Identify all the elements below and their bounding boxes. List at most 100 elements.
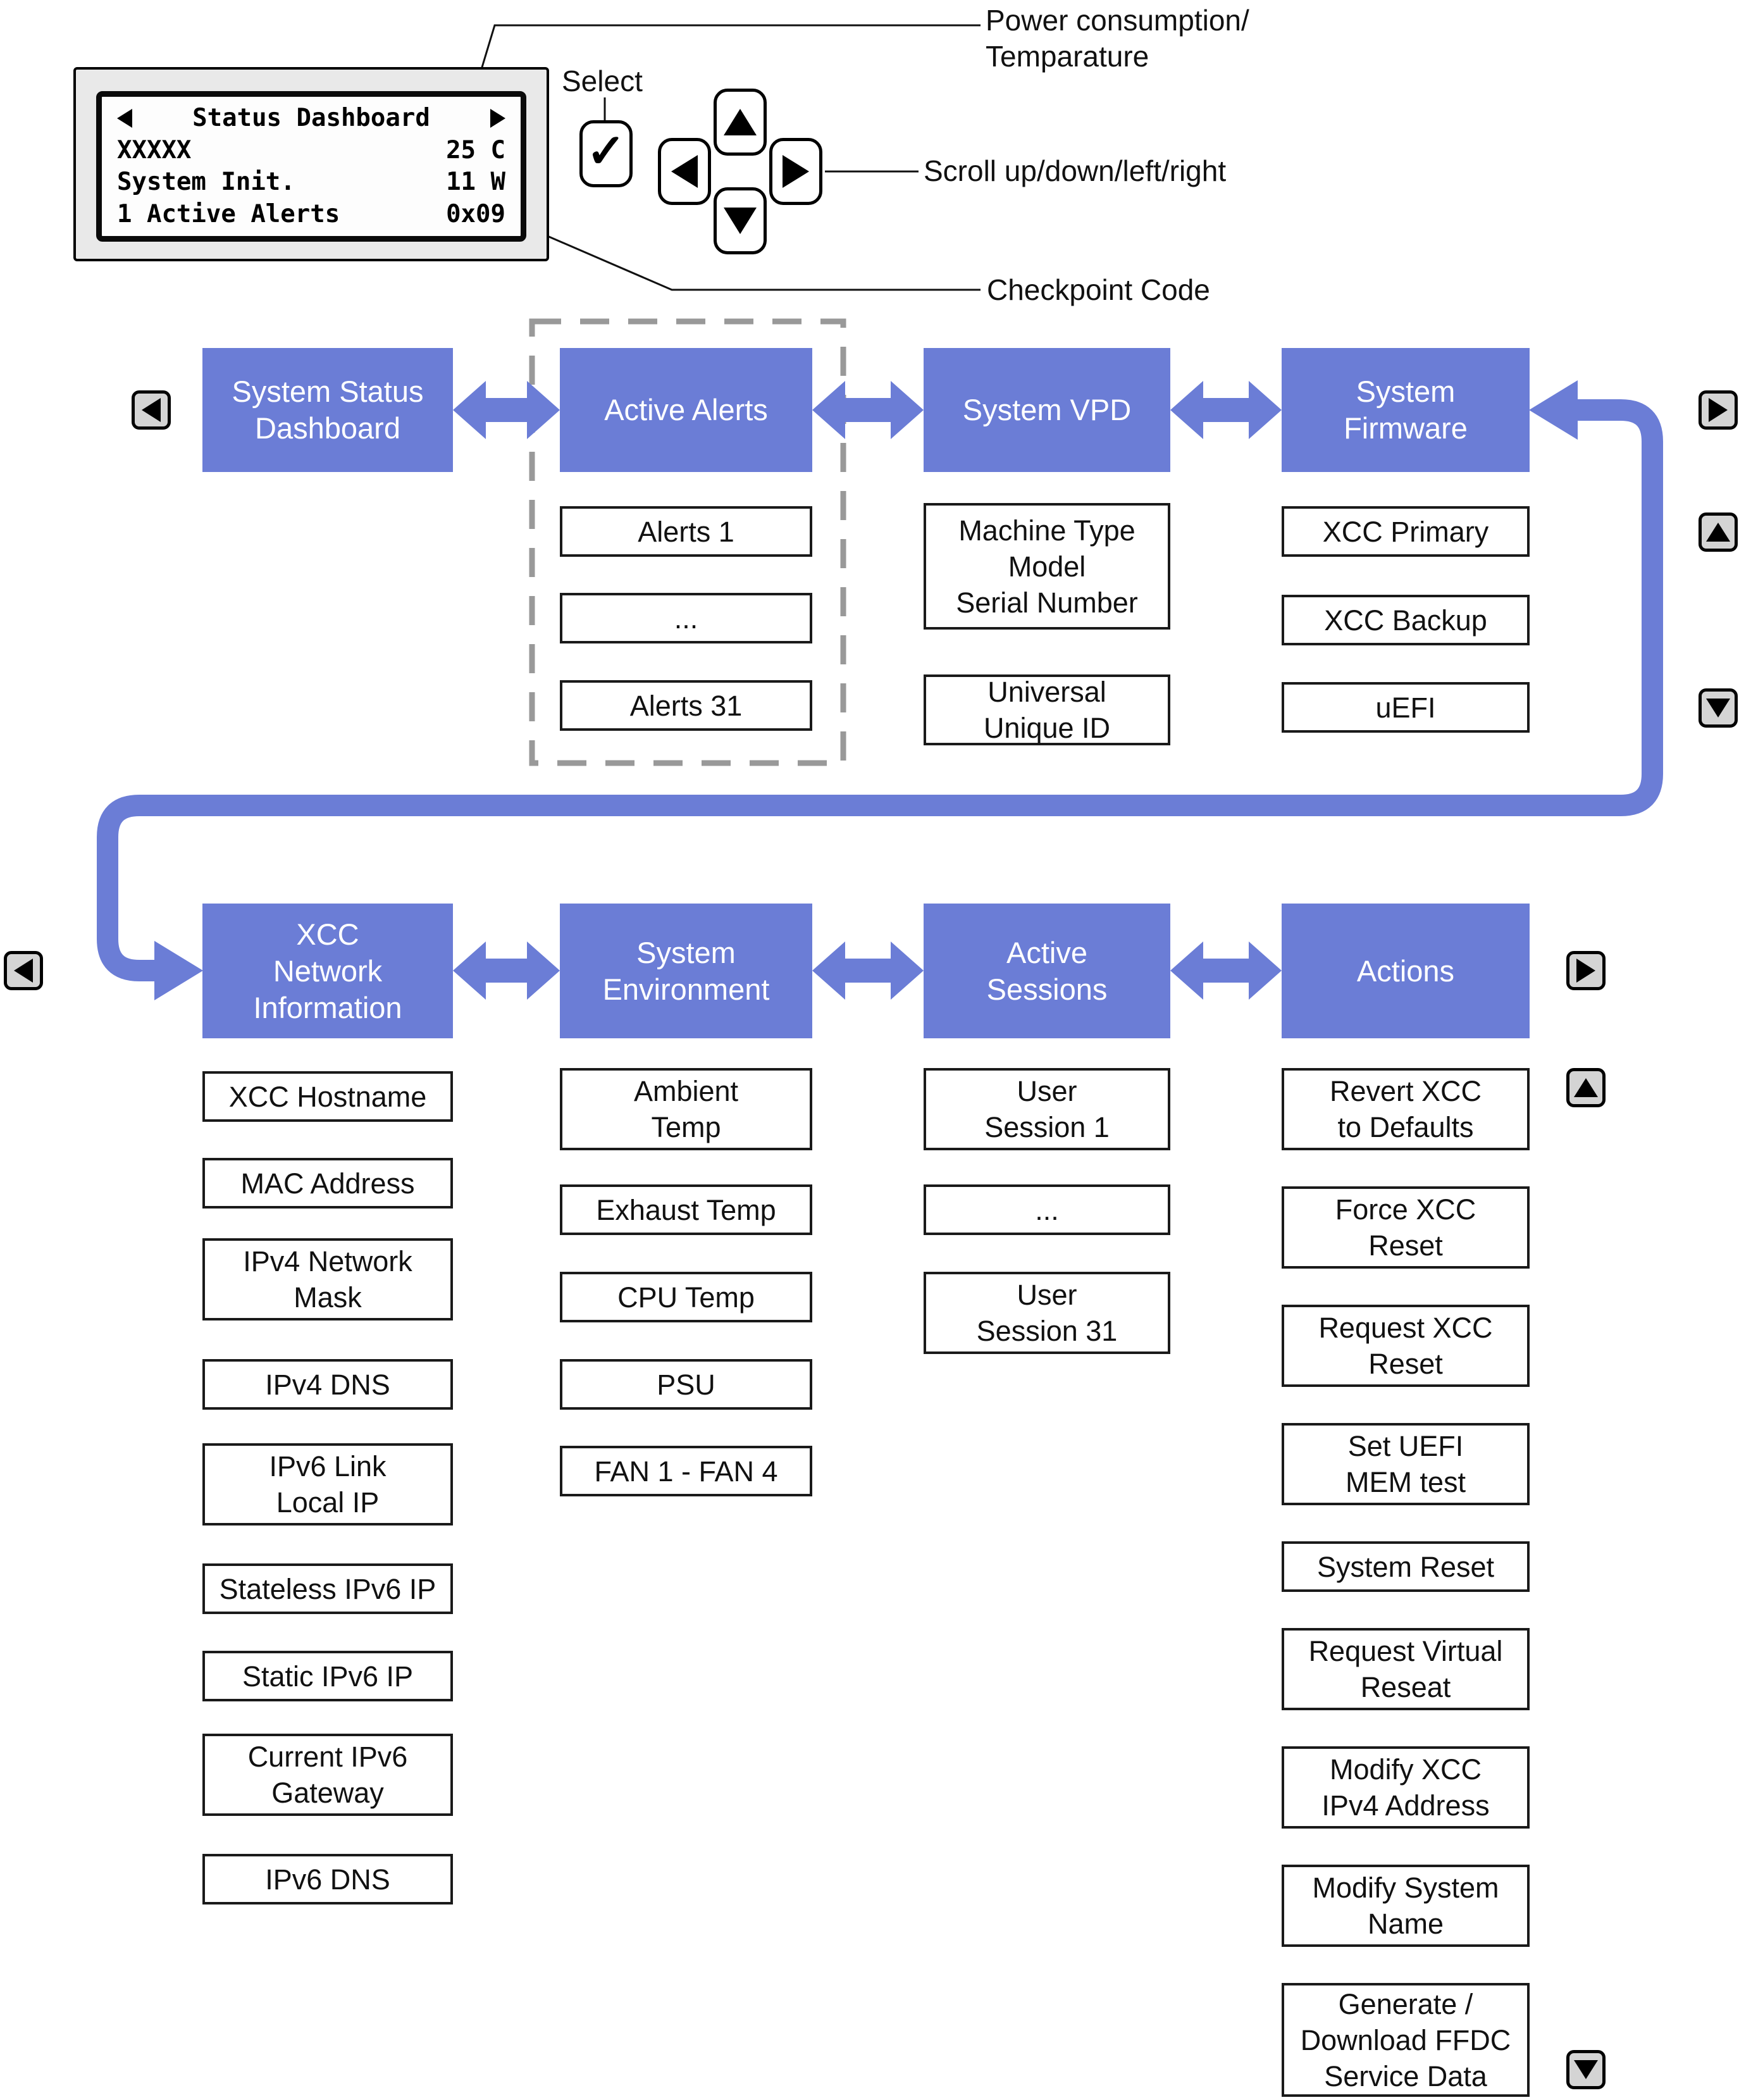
lcd-row-label: 1 Active Alerts [117, 199, 340, 228]
lcd-row-label: XXXXX [117, 135, 192, 165]
item-psu[interactable]: PSU [560, 1359, 812, 1410]
item-alerts-ellipsis[interactable]: ... [560, 593, 812, 643]
lcd-screen: Status Dashboard XXXXX 25 C System Init.… [96, 91, 526, 242]
nav-right-button-row2[interactable] [1566, 951, 1606, 990]
item-request-xcc-reset[interactable]: Request XCC Reset [1282, 1305, 1530, 1387]
nav-down-button-row1[interactable] [1699, 688, 1738, 728]
nav-left-button-row1[interactable] [132, 390, 171, 430]
item-cpu-temp[interactable]: CPU Temp [560, 1272, 812, 1322]
item-xcc-hostname[interactable]: XCC Hostname [202, 1071, 453, 1122]
menu-system-firmware[interactable]: System Firmware [1282, 348, 1530, 472]
nav-up-button-row1[interactable] [1699, 513, 1738, 552]
item-ipv6-dns[interactable]: IPv6 DNS [202, 1854, 453, 1904]
scroll-down-button[interactable] [714, 187, 767, 254]
menu-system-status-dashboard[interactable]: System Status Dashboard [202, 348, 453, 472]
down-arrow-icon [1706, 699, 1730, 718]
item-system-reset[interactable]: System Reset [1282, 1541, 1530, 1592]
wrap-pipe [97, 399, 1663, 981]
menu-active-alerts[interactable]: Active Alerts [560, 348, 812, 472]
select-label: Select [562, 65, 643, 97]
up-arrow-icon [1706, 523, 1730, 542]
lcd-left-arrow-icon [117, 109, 132, 128]
item-xcc-backup[interactable]: XCC Backup [1282, 595, 1530, 645]
nav-left-button-row2[interactable] [4, 951, 43, 990]
lcd-row-value: 0x09 [446, 199, 505, 228]
left-arrow-icon [671, 155, 698, 188]
item-stateless-ipv6-ip[interactable]: Stateless IPv6 IP [202, 1563, 453, 1614]
lcd-row: XXXXX 25 C [117, 135, 505, 166]
scroll-label: Scroll up/down/left/right [924, 154, 1227, 187]
lcd-header-row: Status Dashboard [117, 103, 505, 134]
flow-arrows-row2 [453, 941, 1282, 1000]
menu-system-vpd[interactable]: System VPD [924, 348, 1170, 472]
check-icon: ✓ [586, 125, 626, 177]
item-uefi[interactable]: uEFI [1282, 682, 1530, 733]
up-arrow-icon [724, 109, 757, 135]
item-sessions-ellipsis[interactable]: ... [924, 1184, 1170, 1235]
flow-arrow-r1-2 [812, 381, 924, 439]
right-arrow-icon [1576, 959, 1595, 983]
item-generate-ffdc[interactable]: Generate / Download FFDC Service Data [1282, 1983, 1530, 2097]
scroll-left-button[interactable] [658, 138, 711, 205]
menu-xcc-network-information[interactable]: XCC Network Information [202, 904, 453, 1038]
item-static-ipv6-ip[interactable]: Static IPv6 IP [202, 1651, 453, 1701]
item-request-virtual-reseat[interactable]: Request Virtual Reseat [1282, 1628, 1530, 1710]
down-arrow-icon [1574, 2060, 1598, 2079]
item-revert-xcc-defaults[interactable]: Revert XCC to Defaults [1282, 1068, 1530, 1150]
left-arrow-icon [14, 959, 33, 983]
flow-arrow-r1-3 [1170, 381, 1282, 439]
item-ipv4-dns[interactable]: IPv4 DNS [202, 1359, 453, 1410]
lcd-row-value: 11 W [446, 168, 505, 197]
item-exhaust-temp[interactable]: Exhaust Temp [560, 1184, 812, 1235]
menu-actions[interactable]: Actions [1282, 904, 1530, 1038]
wrap-pipe-arrowhead-right [154, 941, 203, 1000]
flow-arrow-r2-3 [1170, 941, 1282, 1000]
item-mac-address[interactable]: MAC Address [202, 1158, 453, 1208]
up-arrow-icon [1574, 1078, 1598, 1097]
dashed-alerts-border [529, 318, 846, 766]
nav-right-button-row1[interactable] [1699, 390, 1738, 430]
item-set-uefi-mem-test[interactable]: Set UEFI MEM test [1282, 1423, 1530, 1505]
item-modify-xcc-ipv4[interactable]: Modify XCC IPv4 Address [1282, 1746, 1530, 1829]
item-ambient-temp[interactable]: Ambient Temp [560, 1068, 812, 1150]
select-button[interactable]: ✓ [579, 120, 633, 187]
item-alerts-31[interactable]: Alerts 31 [560, 680, 812, 731]
flow-arrow-r2-1 [453, 941, 560, 1000]
power-temperature-label: Power consumption/ Temparature [986, 3, 1249, 75]
nav-up-button-row2[interactable] [1566, 1068, 1606, 1107]
lcd-right-arrow-icon [490, 109, 505, 128]
scroll-up-button[interactable] [714, 89, 767, 156]
item-current-ipv6-gateway[interactable]: Current IPv6 Gateway [202, 1734, 453, 1816]
item-user-session-31[interactable]: User Session 31 [924, 1272, 1170, 1354]
item-machine-type-model-serial[interactable]: Machine Type Model Serial Number [924, 503, 1170, 630]
item-force-xcc-reset[interactable]: Force XCC Reset [1282, 1186, 1530, 1269]
down-arrow-icon [724, 208, 757, 234]
power-label-line2: Temparature [986, 40, 1149, 73]
item-ipv6-link-local-ip[interactable]: IPv6 Link Local IP [202, 1443, 453, 1525]
lcd-title: Status Dashboard [192, 104, 430, 132]
wrap-pipe-arrowhead-left [1529, 380, 1578, 440]
left-arrow-icon [142, 398, 161, 422]
nav-down-button-row2[interactable] [1566, 2050, 1606, 2089]
scroll-right-button[interactable] [769, 138, 822, 205]
item-alerts-1[interactable]: Alerts 1 [560, 506, 812, 557]
item-ipv4-network-mask[interactable]: IPv4 Network Mask [202, 1238, 453, 1320]
menu-system-environment[interactable]: System Environment [560, 904, 812, 1038]
item-fan-1-4[interactable]: FAN 1 - FAN 4 [560, 1446, 812, 1496]
flow-arrows-row1 [453, 381, 1282, 439]
item-user-session-1[interactable]: User Session 1 [924, 1068, 1170, 1150]
power-label-line1: Power consumption/ [986, 4, 1249, 37]
lcd-row: System Init. 11 W [117, 167, 505, 197]
menu-active-sessions[interactable]: Active Sessions [924, 904, 1170, 1038]
checkpoint-label: Checkpoint Code [987, 273, 1210, 306]
item-xcc-primary[interactable]: XCC Primary [1282, 506, 1530, 557]
lcd-row-value: 25 C [446, 135, 505, 165]
lcd-row-label: System Init. [117, 168, 295, 197]
item-universal-unique-id[interactable]: Universal Unique ID [924, 674, 1170, 745]
lcd-row: 1 Active Alerts 0x09 [117, 199, 505, 230]
flow-arrow-r1-1 [453, 381, 560, 439]
right-arrow-icon [783, 155, 809, 188]
right-arrow-icon [1709, 398, 1728, 422]
item-modify-system-name[interactable]: Modify System Name [1282, 1865, 1530, 1947]
